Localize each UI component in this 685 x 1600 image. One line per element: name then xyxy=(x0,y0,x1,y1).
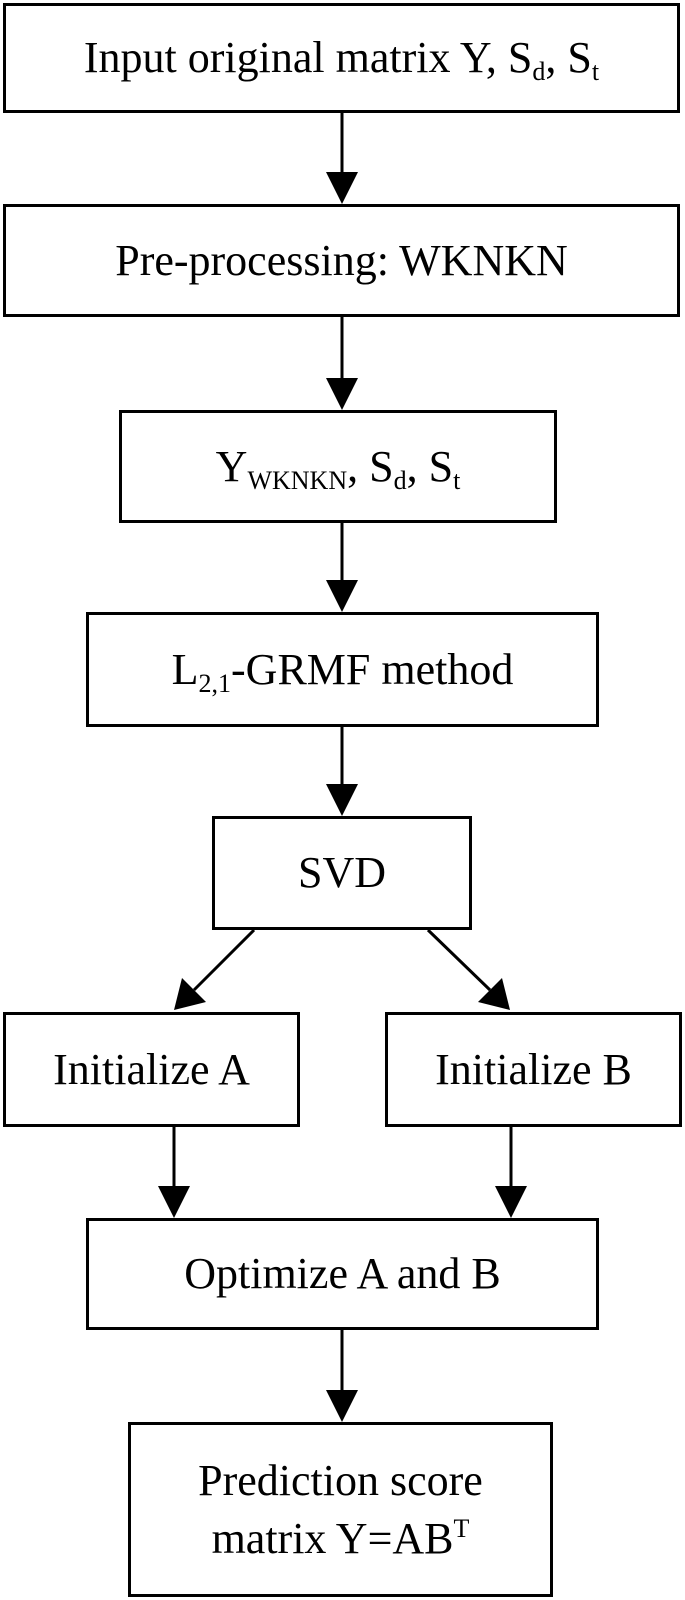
arrow-svd-to-init-a xyxy=(192,928,256,992)
ywknkn-sep2-text: , S xyxy=(406,441,454,491)
ywknkn-box: YWKNKN, Sd, St xyxy=(119,410,557,523)
grmf-l-subscript: 2,1 xyxy=(198,668,232,698)
preprocessing-label: Pre-processing: WKNKN xyxy=(115,235,568,285)
grmf-method-label: L2,1-GRMF method xyxy=(172,641,514,698)
prediction-line2: matrix Y=ABT xyxy=(212,1510,470,1567)
arrowhead-preprocessing-to-ywknkn xyxy=(326,378,358,410)
svd-label: SVD xyxy=(297,848,387,898)
ywknkn-subscript: WKNKN xyxy=(247,465,348,495)
initialize-a-box: Initialize A xyxy=(3,1012,300,1127)
svd-box: SVD xyxy=(212,816,472,930)
input-prefix-text: Input original matrix Y, S xyxy=(83,33,533,83)
arrowhead-svd-to-init-a xyxy=(174,978,206,1010)
arrowhead-grmf-to-svd xyxy=(326,784,358,816)
optimize-box: Optimize A and B xyxy=(86,1218,599,1330)
grmf-rest-text: -GRMF method xyxy=(231,644,514,694)
optimize-label: Optimize A and B xyxy=(184,1249,501,1299)
ywknkn-sd-subscript: d xyxy=(393,465,407,495)
ywknkn-st-subscript: t xyxy=(453,465,461,495)
grmf-method-box: L2,1-GRMF method xyxy=(86,612,599,727)
ywknkn-sep1-text: , S xyxy=(347,441,394,491)
arrowhead-optimize-to-prediction xyxy=(326,1390,358,1422)
initialize-a-label: Initialize A xyxy=(53,1044,250,1094)
prediction-line1: Prediction score xyxy=(198,1456,483,1506)
initialize-b-box: Initialize B xyxy=(385,1012,682,1127)
prediction-score-box: Prediction score matrix Y=ABT xyxy=(128,1422,553,1597)
preprocessing-box: Pre-processing: WKNKN xyxy=(3,204,680,317)
input-matrix-box: Input original matrix Y, Sd, St xyxy=(3,3,680,113)
arrowhead-svd-to-init-b xyxy=(478,978,510,1010)
grmf-l-text: L xyxy=(171,644,199,694)
input-matrix-label: Input original matrix Y, Sd, St xyxy=(84,29,599,86)
ywknkn-y-text: Y xyxy=(215,441,248,491)
arrow-svd-to-init-b xyxy=(426,928,492,992)
arrowhead-init-a-to-optimize xyxy=(158,1186,190,1218)
input-sd-subscript: d xyxy=(532,57,546,87)
arrowhead-init-b-to-optimize xyxy=(495,1186,527,1218)
ywknkn-label: YWKNKN, Sd, St xyxy=(216,438,461,495)
prediction-formula-text: matrix Y=AB xyxy=(211,1513,454,1563)
arrowhead-input-to-preprocessing xyxy=(326,172,358,204)
arrowhead-ywknkn-to-grmf xyxy=(326,580,358,612)
prediction-transpose-superscript: T xyxy=(453,1513,470,1543)
input-st-subscript: t xyxy=(591,57,600,87)
initialize-b-label: Initialize B xyxy=(435,1044,632,1094)
input-separator-text: , S xyxy=(545,33,592,83)
